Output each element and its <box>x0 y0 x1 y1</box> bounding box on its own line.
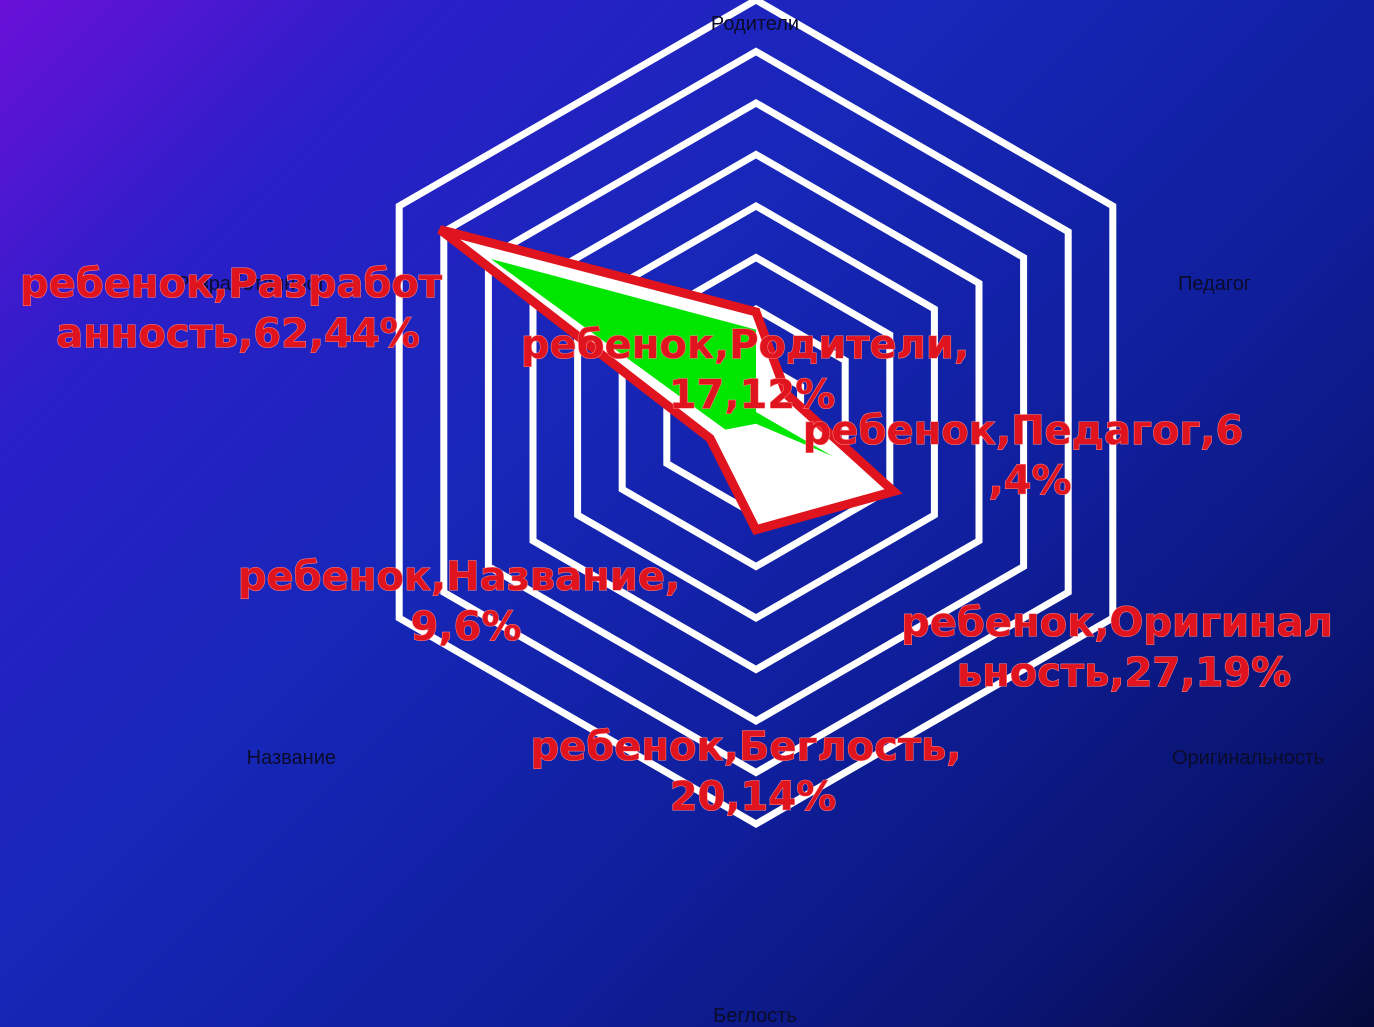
data-label-roditeli: ребенок,Родители, 17,12% <box>521 322 983 418</box>
data-label-originalnost: ребенок,Оригинал ьность,27,19% <box>901 600 1347 696</box>
data-labels: ребенок,Родители, 17,12% ребенок,Педагог… <box>20 261 1347 821</box>
data-label-pedagog: ребенок,Педагог,6 ,4% <box>803 408 1257 504</box>
data-label-razrabotannost: ребенок,Разработ анность,62,44% <box>20 261 456 357</box>
series-inner-area <box>490 258 833 457</box>
axis-label-originalnost: Оригинальность <box>1172 747 1324 769</box>
grid-ring-8 <box>395 0 1117 829</box>
axis-label-nazvanie: Название <box>247 747 336 769</box>
radar-grid <box>395 0 1117 829</box>
axis-label-roditeli: Родители <box>711 13 799 35</box>
axis-labels: Родители Педагог Оригинальность Беглость… <box>176 13 1324 1027</box>
radar-series <box>437 225 903 536</box>
axis-label-pedagog: Педагог <box>1178 273 1251 295</box>
axis-label-razrabotannost: Разработанность <box>176 273 336 295</box>
axis-label-beglost: Беглость <box>713 1005 797 1027</box>
data-label-beglost: ребенок,Беглость, 20,14% <box>531 724 976 820</box>
data-label-nazvanie: ребенок,Название, 9,6% <box>238 554 694 650</box>
